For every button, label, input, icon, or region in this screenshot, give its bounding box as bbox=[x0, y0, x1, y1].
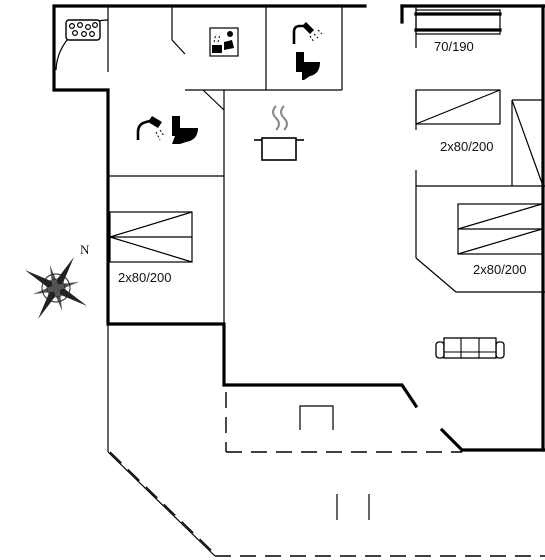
toilet-icon bbox=[172, 116, 198, 144]
toilet-icon bbox=[296, 52, 320, 80]
sofa-icon bbox=[435, 337, 505, 359]
bed-label-right-lower: 2x80/200 bbox=[473, 262, 527, 277]
compass-north-label: N bbox=[80, 242, 90, 257]
bed-label-left: 2x80/200 bbox=[118, 270, 172, 285]
bed-right-upper bbox=[415, 89, 501, 125]
hot-tub-icon bbox=[65, 19, 101, 41]
compass-rose-icon bbox=[24, 256, 88, 320]
shower-icon bbox=[136, 116, 165, 141]
bed-top-right bbox=[414, 9, 502, 35]
bed-right-lower bbox=[457, 203, 543, 255]
shower-icon bbox=[292, 22, 323, 44]
sauna-icon bbox=[209, 27, 239, 57]
bed-label-top-right: 70/190 bbox=[434, 39, 474, 54]
terrace bbox=[107, 324, 545, 557]
cooking-pot-icon bbox=[254, 105, 304, 161]
bed-label-right-upper: 2x80/200 bbox=[440, 139, 494, 154]
walls-left-block bbox=[52, 4, 545, 453]
walls-right-block bbox=[400, 4, 545, 452]
bed-left bbox=[109, 211, 193, 263]
